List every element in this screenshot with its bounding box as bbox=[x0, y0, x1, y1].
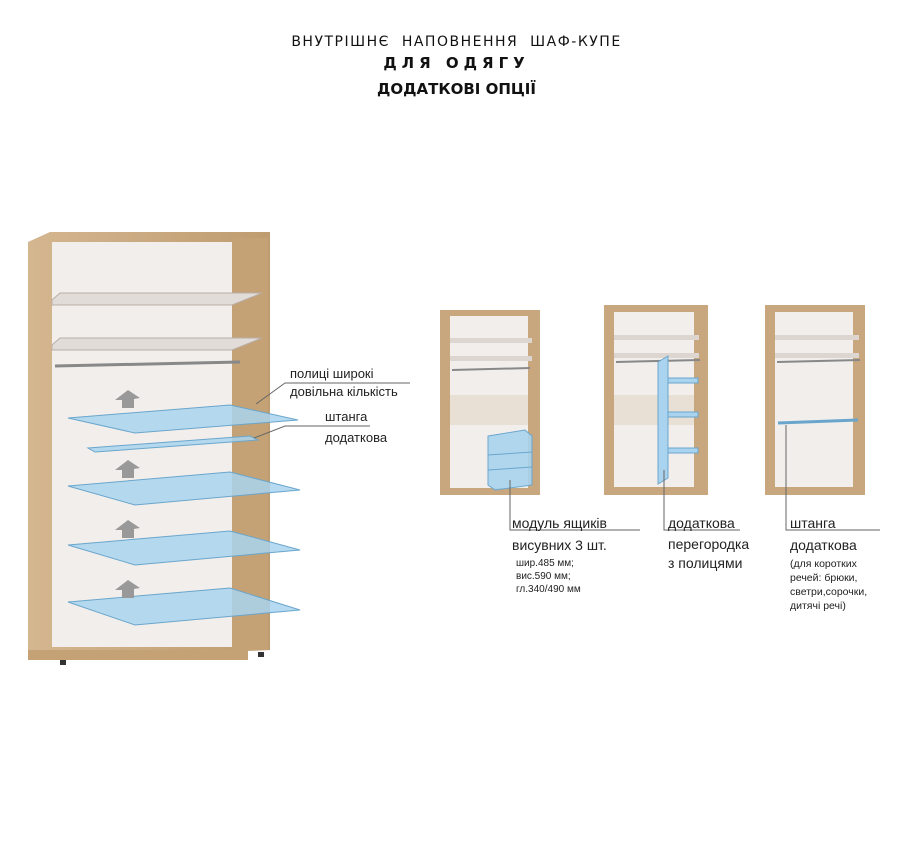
svg-text:модуль ящиків: модуль ящиків bbox=[512, 515, 607, 531]
option-caption-drawers: модуль ящиків висувних 3 шт. шир.485 мм;… bbox=[512, 515, 607, 595]
svg-text:додаткова: додаткова bbox=[668, 515, 735, 531]
option-caption-rod: штанга додаткова (для коротких речей: бр… bbox=[790, 515, 867, 612]
svg-text:висувних 3 шт.: висувних 3 шт. bbox=[512, 537, 607, 553]
rod-label-1: штанга bbox=[325, 409, 368, 424]
option-caption-partition: додаткова перегородка з полицями bbox=[668, 515, 749, 571]
glass-shelf bbox=[67, 404, 299, 434]
title-line-1: ВНУТРІШНЄ НАПОВНЕННЯ ШАФ-КУПЕ bbox=[291, 34, 622, 50]
extra-rod bbox=[86, 435, 260, 453]
svg-text:речей: брюки,: речей: брюки, bbox=[790, 572, 857, 584]
svg-text:дитячі речі): дитячі речі) bbox=[790, 600, 846, 612]
svg-text:штанга: штанга bbox=[790, 515, 836, 531]
svg-text:(для коротких: (для коротких bbox=[790, 558, 858, 570]
arrow-up-icons bbox=[115, 390, 140, 598]
shelves-label-1: полиці широкі bbox=[290, 366, 374, 381]
svg-text:перегородка: перегородка bbox=[668, 536, 749, 552]
svg-text:светри,сорочки,: светри,сорочки, bbox=[790, 586, 867, 598]
svg-text:шир.485 мм;: шир.485 мм; bbox=[516, 558, 574, 569]
svg-text:з полицями: з полицями bbox=[668, 555, 742, 571]
glass-shelf bbox=[67, 471, 301, 506]
shelves-label-2: довільна кількість bbox=[290, 384, 398, 399]
wardrobe-drawer-module bbox=[440, 310, 640, 531]
svg-text:вис.590 мм;: вис.590 мм; bbox=[516, 571, 571, 582]
main-wardrobe bbox=[28, 232, 410, 665]
wardrobe-extra-rod bbox=[765, 305, 880, 531]
svg-text:додаткова: додаткова bbox=[790, 537, 857, 553]
glass-shelf bbox=[67, 530, 301, 566]
title-line-2: ДЛЯ ОДЯГУ bbox=[383, 54, 530, 72]
title-line-3: ДОДАТКОВІ ОПЦІЇ bbox=[377, 80, 536, 98]
rod-label-2: додаткова bbox=[325, 430, 388, 445]
wardrobe-partition bbox=[604, 305, 740, 531]
svg-text:гл.340/490 мм: гл.340/490 мм bbox=[516, 584, 581, 595]
